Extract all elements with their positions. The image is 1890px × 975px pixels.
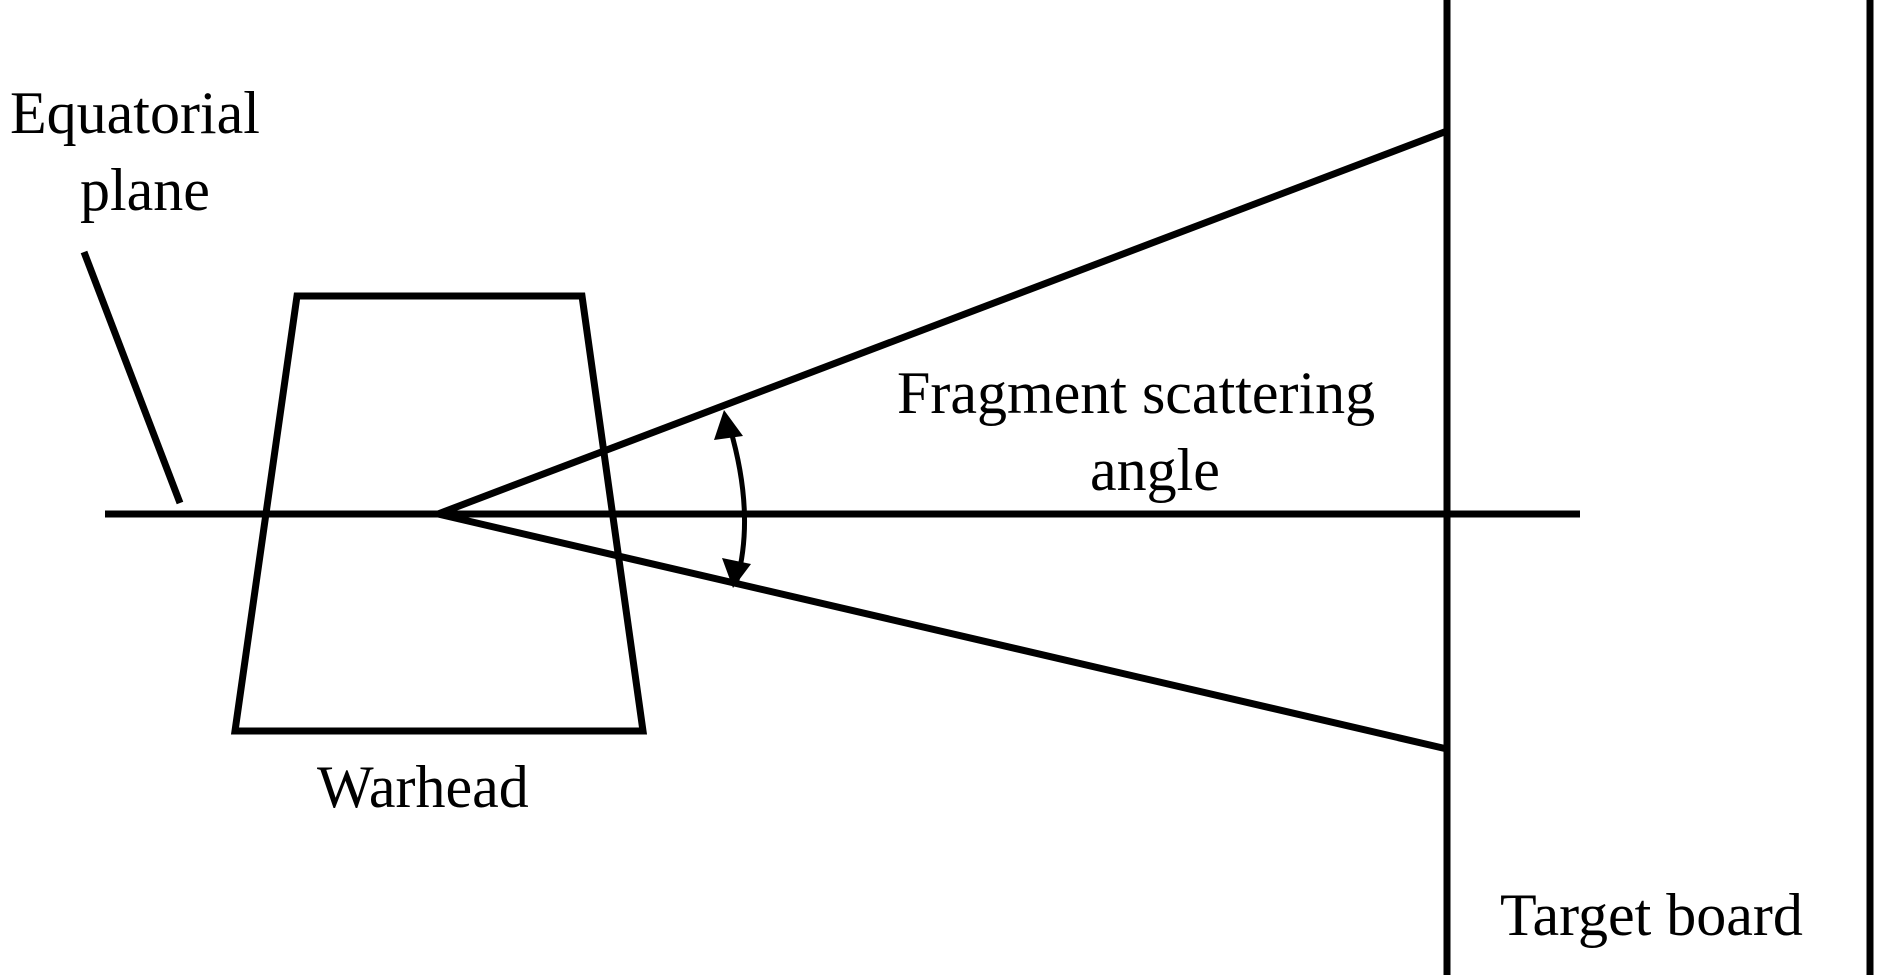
equatorial-plane-leader-line (80, 250, 184, 505)
equatorial-plane-label-line1: Equatorial (10, 80, 260, 146)
scattering-angle-arrowhead-bottom (722, 558, 751, 588)
upper-scatter-line (436, 127, 1449, 518)
fragment-scattering-angle-label-line2: angle (1090, 437, 1220, 503)
target-board-label: Target board (1500, 882, 1803, 948)
equatorial-plane-label-line2: plane (80, 157, 210, 223)
warhead-label: Warhead (317, 754, 529, 820)
scattering-angle-arc (727, 427, 747, 581)
fragment-scattering-angle-label-line1: Fragment scattering (897, 360, 1375, 426)
lower-scatter-line (437, 510, 1448, 753)
warhead-shape (230, 292, 648, 735)
scattering-angle-arrowhead-top (714, 410, 743, 440)
